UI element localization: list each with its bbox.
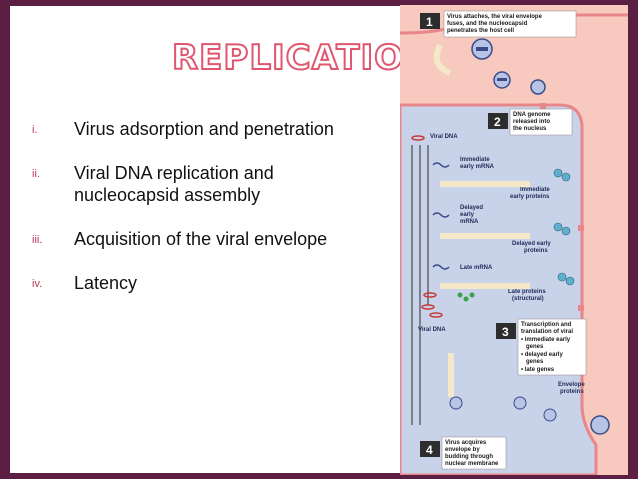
step-1-caption-line: penetrates the host cell xyxy=(447,28,514,34)
late-proteins-label: (structural) xyxy=(512,296,544,302)
step-1-number: 1 xyxy=(426,15,433,29)
step-4-number-box xyxy=(420,441,440,457)
nuclear-pore xyxy=(578,225,584,231)
nuclear-pore xyxy=(578,305,584,311)
virus-particle-icon xyxy=(590,415,610,435)
step-1-number-box xyxy=(420,13,440,29)
late-mrna-label: Late mRNA xyxy=(460,265,493,271)
step-3-caption-line: • delayed early xyxy=(521,352,563,358)
list-item-text: Viral DNA replication and nucleocapsid a… xyxy=(74,163,274,205)
list-item: iv. Latency xyxy=(32,272,392,294)
protein-icon xyxy=(463,296,469,302)
protein-arrow xyxy=(440,181,530,187)
nucleus-region xyxy=(400,103,598,475)
step-2-caption-line: released into xyxy=(513,119,550,125)
step-2-number-box xyxy=(488,113,508,129)
slide-title: REPLICATION xyxy=(171,37,434,79)
list-item-text: Latency xyxy=(74,273,138,293)
late-proteins-label: Late proteins xyxy=(508,289,546,295)
delayed-early-proteins-label: Delayed early xyxy=(512,241,551,247)
virus-particle-icon xyxy=(471,38,493,60)
protein-icon xyxy=(469,292,475,298)
step-3-caption-line: genes xyxy=(526,359,544,365)
viral-dna-copy-icon xyxy=(423,292,437,298)
protein-icon xyxy=(553,222,563,232)
delayed-early-mrna-label: mRNA xyxy=(460,219,479,225)
step-3-caption-line: genes xyxy=(526,344,544,350)
mrna-squiggle xyxy=(432,162,450,168)
frame-left-bar xyxy=(0,0,10,479)
step-3-number-box xyxy=(496,323,516,339)
immediate-early-mrna-label: early mRNA xyxy=(460,164,495,170)
flow-arrow xyxy=(448,353,454,397)
replication-steps-list: i. Virus adsorption and penetration ii. … xyxy=(32,118,392,316)
list-item: ii. Viral DNA replication and nucleocaps… xyxy=(32,162,392,206)
viral-dna-label: Viral DNA xyxy=(418,327,446,333)
step-2-number: 2 xyxy=(494,115,501,129)
nucleocapsid-icon xyxy=(543,408,557,422)
protein-arrow xyxy=(440,233,530,239)
protein-arrow xyxy=(440,283,530,289)
step-4-caption-box xyxy=(441,436,507,470)
protein-icon xyxy=(565,276,575,286)
step-4-caption-line: Virus acquires xyxy=(445,440,487,446)
entry-arrow xyxy=(433,43,452,76)
step-1-caption-box xyxy=(443,10,577,38)
nucleocapsid-icon xyxy=(513,396,527,410)
step-3-caption-line: Transcription and xyxy=(521,322,572,328)
step-4-caption-line: budding through xyxy=(445,454,493,460)
step-2-caption-line: the nucleus xyxy=(513,126,547,132)
nucleocapsid-icon xyxy=(449,396,463,410)
virus-particle-icon xyxy=(530,79,546,95)
list-item-number: ii. xyxy=(32,168,40,180)
step-3-caption-line: • late genes xyxy=(521,367,555,373)
frame-right-bar xyxy=(628,0,638,479)
step-2-caption-box xyxy=(509,108,573,136)
protein-icon xyxy=(457,292,463,298)
step-2-caption-line: DNA genome xyxy=(513,112,551,118)
virus-replication-diagram: 1 Virus attaches, the viral envelope fus… xyxy=(400,5,628,475)
viral-dna-copy-icon xyxy=(411,135,425,141)
protein-icon xyxy=(561,226,571,236)
delayed-early-mrna-label: Delayed xyxy=(460,205,483,211)
viral-dna-label: Viral DNA xyxy=(430,134,458,140)
frame-bottom-bar xyxy=(0,473,638,479)
list-item-number: iv. xyxy=(32,278,43,290)
mrna-squiggle xyxy=(432,264,450,270)
envelope-proteins-label: Envelope xyxy=(558,382,585,388)
list-item: iii. Acquisition of the viral envelope xyxy=(32,228,392,250)
step-1-caption-line: Virus attaches, the viral envelope xyxy=(447,14,543,20)
viral-dna-copy-icon xyxy=(421,304,435,310)
step-3-caption-box xyxy=(517,318,587,376)
viral-dna-copy-icon xyxy=(429,312,443,318)
delayed-early-mrna-label: early xyxy=(460,212,475,218)
list-item-text: Acquisition of the viral envelope xyxy=(74,229,328,249)
immediate-early-proteins-label: Immediate xyxy=(520,187,550,193)
step-4-caption-line: envelope by xyxy=(445,447,480,453)
immediate-early-proteins-label: early proteins xyxy=(510,194,550,200)
step-3-caption-line: • immediate early xyxy=(521,337,571,343)
list-item-number: i. xyxy=(32,124,38,136)
list-item-text: Virus adsorption and penetration xyxy=(74,119,334,139)
delayed-early-proteins-label: proteins xyxy=(524,248,548,254)
step-3-number: 3 xyxy=(502,325,509,339)
step-1-caption-line: fuses, and the nucleocapsid xyxy=(447,21,528,27)
protein-icon xyxy=(557,272,567,282)
frame-top-bar xyxy=(0,0,638,6)
step-4-number: 4 xyxy=(426,443,433,457)
protein-icon xyxy=(553,168,563,178)
list-item: i. Virus adsorption and penetration xyxy=(32,118,392,140)
immediate-early-mrna-label: Immediate xyxy=(460,157,490,163)
list-item-number: iii. xyxy=(32,234,43,246)
virus-particle-icon xyxy=(493,71,511,89)
step-3-caption-line: translation of viral xyxy=(521,329,573,335)
envelope-proteins-label: proteins xyxy=(560,389,584,395)
nuclear-pore xyxy=(540,103,546,109)
step-4-caption-line: nuclear membrane xyxy=(445,461,499,467)
mrna-squiggle xyxy=(432,212,450,218)
protein-icon xyxy=(561,172,571,182)
